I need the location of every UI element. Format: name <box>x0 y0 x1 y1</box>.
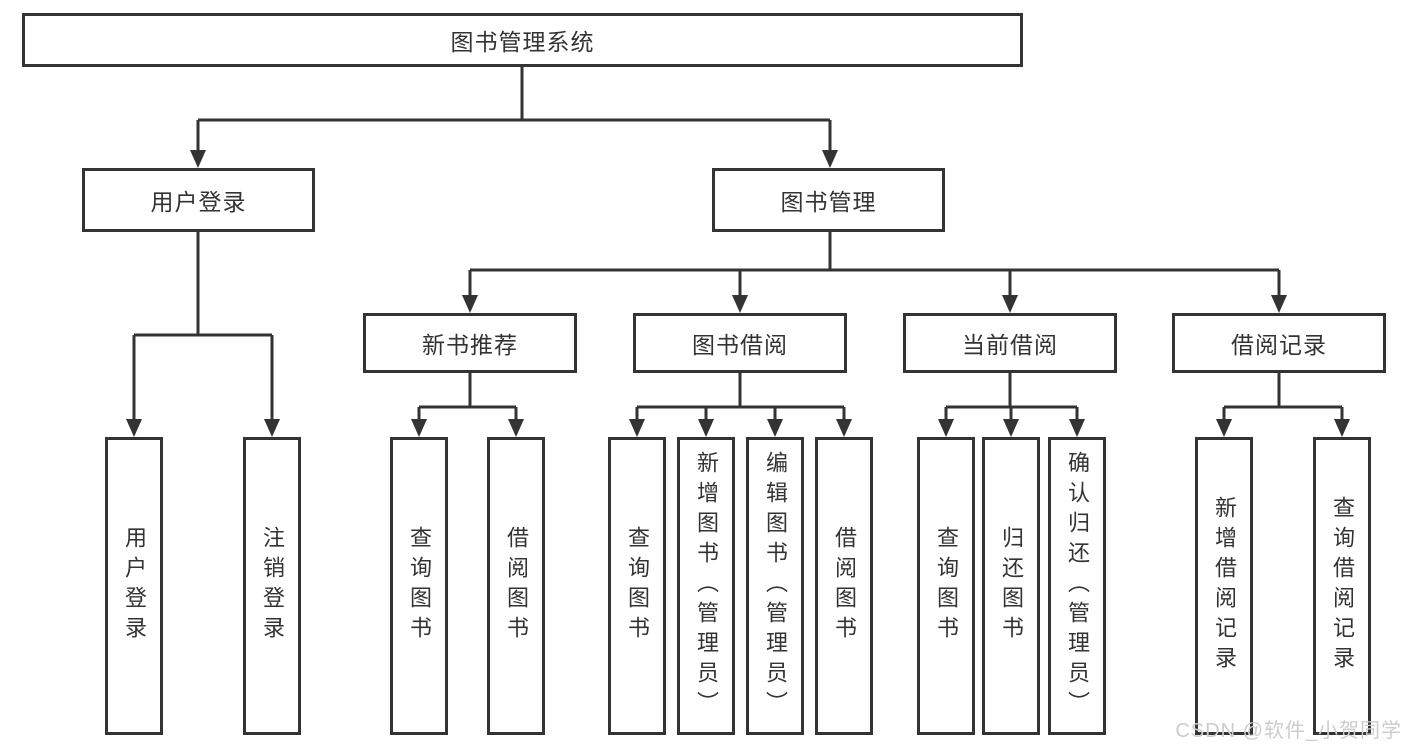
arrowhead <box>508 419 524 437</box>
arrowhead <box>411 419 427 437</box>
arrowhead <box>462 295 478 313</box>
leaf-query-books-recommend: 查询图书 <box>390 437 448 735</box>
node-current-borrow-label: 当前借阅 <box>962 332 1058 358</box>
leaf-borrow-books-recommend: 借阅图书 <box>487 437 545 735</box>
connector-userlogin-to-leaves <box>126 232 280 437</box>
leaf-query-borrow-record: 查询借阅记录 <box>1313 437 1371 735</box>
node-root-label: 图书管理系统 <box>450 29 595 55</box>
arrowhead <box>629 419 645 437</box>
node-book-borrow-label: 图书借阅 <box>692 332 788 358</box>
leaf-query-books-borrow-label: 查询图书 <box>625 526 650 646</box>
arrowhead <box>1069 419 1085 437</box>
connector-root-to-level2 <box>190 67 838 168</box>
node-current-borrow: 当前借阅 <box>903 313 1117 373</box>
connector-records-to-leaves <box>1216 373 1350 437</box>
leaf-return-books-label: 归还图书 <box>999 526 1024 646</box>
leaf-add-book-admin-label: 新增图书（管理员） <box>694 451 719 721</box>
leaf-user-login: 用户登录 <box>105 437 163 735</box>
arrowhead <box>1216 419 1232 437</box>
connector-current-to-leaves <box>938 373 1085 437</box>
node-book-borrow: 图书借阅 <box>633 313 847 373</box>
connector-newbooks-to-leaves <box>411 373 524 437</box>
leaf-confirm-return-admin: 确认归还（管理员） <box>1048 437 1106 735</box>
leaf-borrow-books-borrow: 借阅图书 <box>815 437 873 735</box>
leaf-return-books: 归还图书 <box>982 437 1040 735</box>
arrowhead <box>1002 295 1018 313</box>
arrowhead <box>126 419 142 437</box>
node-new-book-recommend: 新书推荐 <box>363 313 577 373</box>
arrowhead <box>1334 419 1350 437</box>
leaf-logout-label: 注销登录 <box>260 526 285 646</box>
leaf-add-book-admin: 新增图书（管理员） <box>677 437 735 735</box>
arrowhead <box>190 150 206 168</box>
arrowhead <box>938 419 954 437</box>
connector-bookmgmt-to-level3 <box>462 232 1287 313</box>
leaf-query-books-borrow: 查询图书 <box>608 437 666 735</box>
leaf-user-login-label: 用户登录 <box>122 526 147 646</box>
arrowhead <box>698 419 714 437</box>
leaf-confirm-return-admin-label: 确认归还（管理员） <box>1065 451 1090 721</box>
leaf-logout: 注销登录 <box>243 437 301 735</box>
arrowhead <box>264 419 280 437</box>
node-borrow-records-label: 借阅记录 <box>1231 332 1327 358</box>
connector-borrow-to-leaves <box>629 373 852 437</box>
node-user-login-label: 用户登录 <box>150 189 247 215</box>
arrowhead <box>822 150 838 168</box>
leaf-borrow-books-recommend-label: 借阅图书 <box>504 526 529 646</box>
arrowhead <box>1271 295 1287 313</box>
node-borrow-records: 借阅记录 <box>1172 313 1386 373</box>
node-book-management-label: 图书管理 <box>780 189 877 215</box>
leaf-query-borrow-record-label: 查询借阅记录 <box>1330 496 1355 676</box>
leaf-add-borrow-record-label: 新增借阅记录 <box>1212 496 1237 676</box>
node-user-login: 用户登录 <box>82 168 315 232</box>
node-new-book-recommend-label: 新书推荐 <box>422 332 518 358</box>
leaf-query-books-recommend-label: 查询图书 <box>407 526 432 646</box>
leaf-borrow-books-borrow-label: 借阅图书 <box>832 526 857 646</box>
arrowhead <box>767 419 783 437</box>
leaf-add-borrow-record: 新增借阅记录 <box>1195 437 1253 735</box>
leaf-query-books-current: 查询图书 <box>917 437 975 735</box>
leaf-edit-book-admin-label: 编辑图书（管理员） <box>763 451 788 721</box>
node-book-management: 图书管理 <box>712 168 945 232</box>
leaf-query-books-current-label: 查询图书 <box>934 526 959 646</box>
leaf-edit-book-admin: 编辑图书（管理员） <box>746 437 804 735</box>
arrowhead <box>732 295 748 313</box>
node-root: 图书管理系统 <box>22 13 1023 67</box>
arrowhead <box>836 419 852 437</box>
arrowhead <box>1003 419 1019 437</box>
csdn-watermark: CSDN @软件_小贺同学 <box>1175 720 1402 742</box>
